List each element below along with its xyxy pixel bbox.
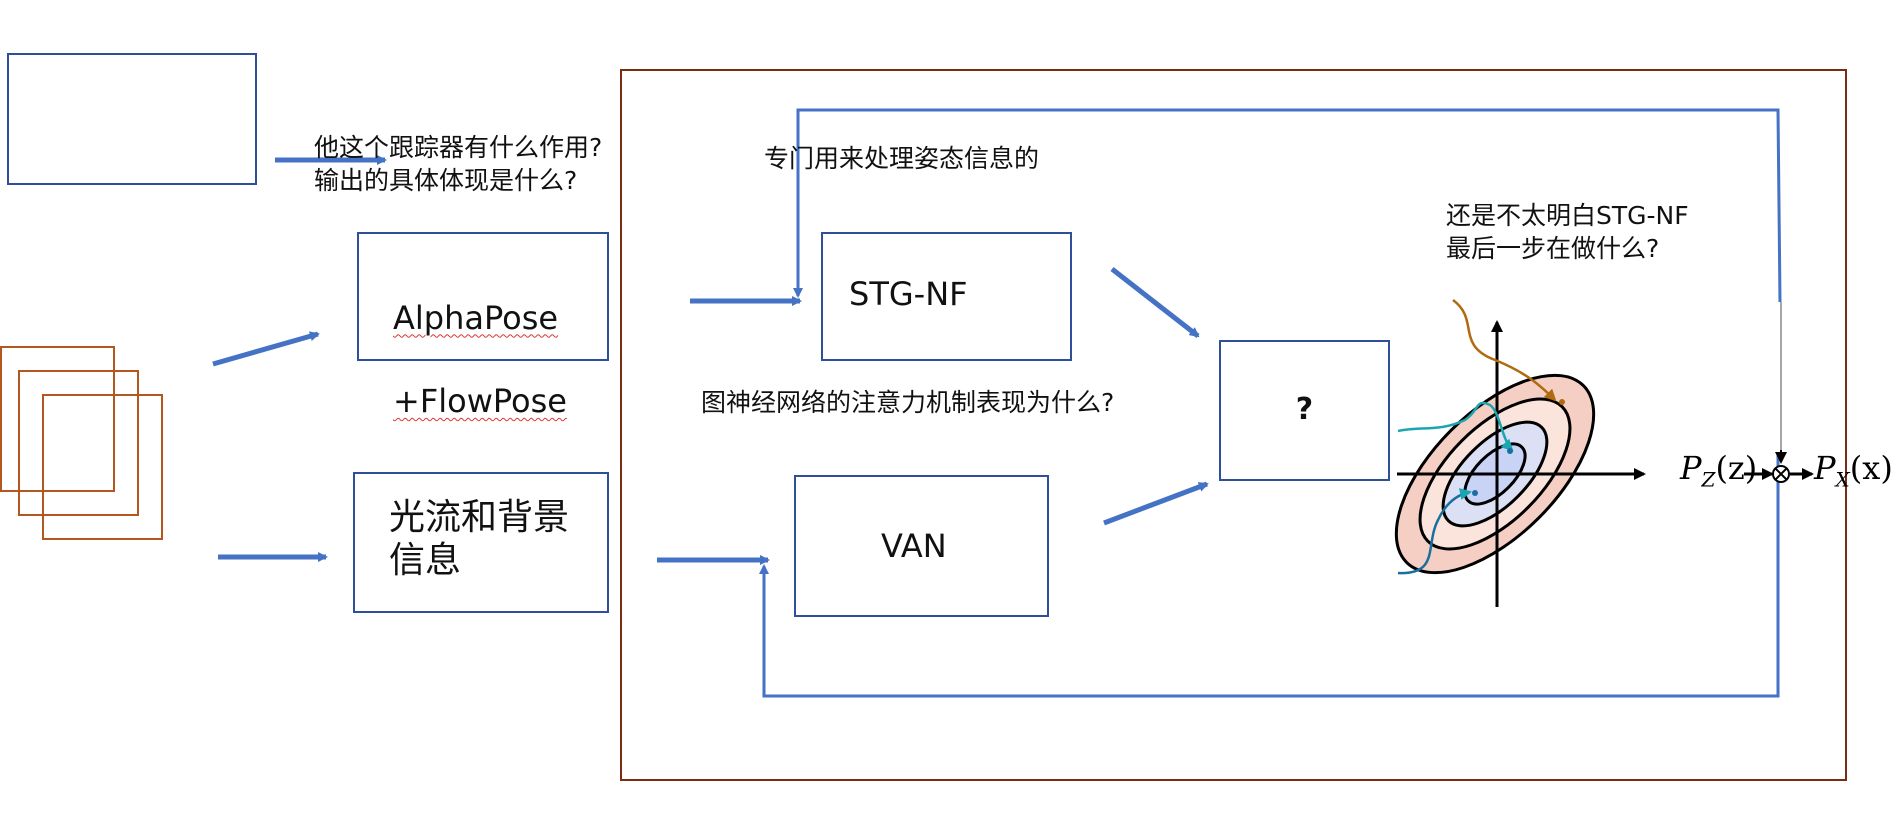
van-box: VAN [794, 475, 1049, 617]
gaussian-flow-figure [1394, 298, 1646, 607]
tensor-product-icon [1772, 465, 1790, 483]
feedback-loop-bottom [759, 452, 1780, 698]
arrow-van-to-unknown [1103, 481, 1209, 526]
px-label: PX(x) [1814, 449, 1891, 492]
outer-frame [620, 69, 1847, 781]
stg-nf-label: STG-NF [849, 275, 968, 313]
note-stgnf-question: 还是不太明白STG-NF 最后一步在做什么? [1446, 201, 1689, 263]
arrow-frames-to-pose [212, 331, 320, 367]
note-tracker-question: 他这个跟踪器有什么作用? 输出的具体体现是什么? [314, 133, 603, 195]
fusion-box: ? [1219, 340, 1390, 481]
optical-flow-box: 光流和背景 信息 [353, 472, 609, 613]
pose-label-line2: +FlowPose [393, 381, 567, 420]
frame-square-3 [42, 394, 163, 540]
pose-estimation-box: AlphaPose +FlowPose [357, 232, 609, 420]
van-label: VAN [881, 527, 947, 565]
arrow-stg-to-unknown [1110, 267, 1200, 338]
note-pose-processing: 专门用来处理姿态信息的 [764, 144, 1040, 173]
frame-square-1 [0, 346, 115, 492]
placeholder-box [7, 53, 257, 185]
flow-label: 光流和背景 信息 [389, 497, 570, 582]
frame-square-2 [18, 370, 139, 516]
fusion-label: ? [1295, 392, 1314, 427]
note-gnn-attention: 图神经网络的注意力机制表现为什么? [701, 388, 1115, 417]
feedback-loop-top [793, 108, 1782, 303]
pose-label-line1: AlphaPose [393, 298, 559, 337]
stg-nf-box: STG-NF [821, 232, 1072, 361]
pz-label: PZ(z) [1680, 449, 1758, 492]
